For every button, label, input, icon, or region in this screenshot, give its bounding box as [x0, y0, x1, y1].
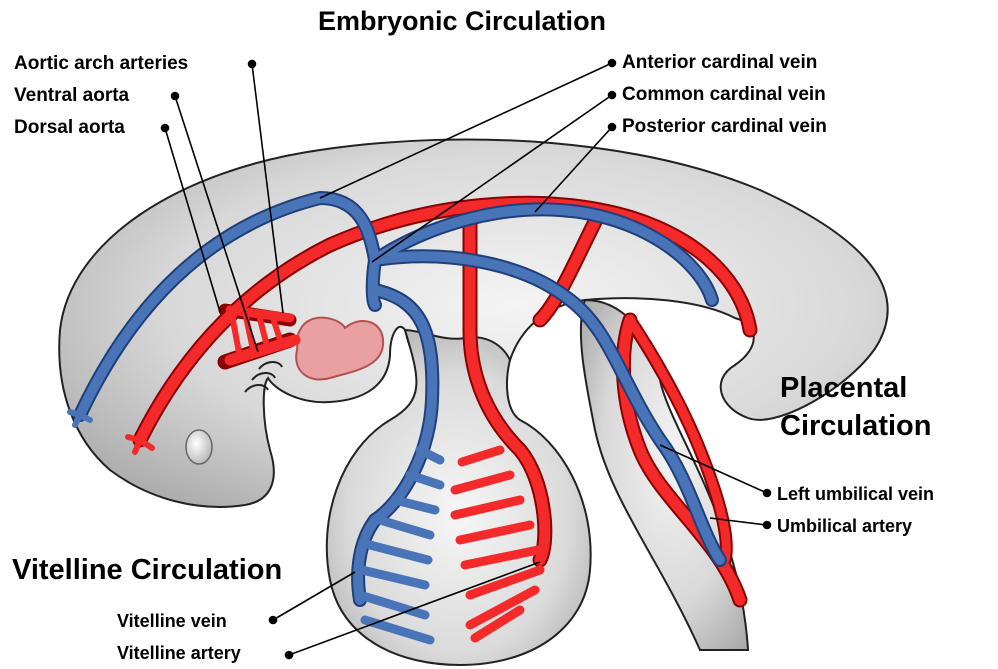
- title-placental-circulation-line1: Placental: [780, 372, 907, 405]
- label-aortic-arch-arteries: Aortic arch arteries: [14, 54, 188, 73]
- label-posterior-cardinal-vein: Posterior cardinal vein: [622, 117, 827, 136]
- label-dorsal-aorta: Dorsal aorta: [14, 118, 125, 137]
- label-ventral-aorta: Ventral aorta: [14, 86, 129, 105]
- label-umbilical-artery: Umbilical artery: [777, 517, 912, 535]
- label-vitelline-vein: Vitelline vein: [117, 612, 227, 630]
- label-left-umbilical-vein: Left umbilical vein: [777, 485, 934, 503]
- label-common-cardinal-vein: Common cardinal vein: [622, 85, 826, 104]
- label-anterior-cardinal-vein: Anterior cardinal vein: [622, 53, 817, 72]
- title-vitelline-circulation: Vitelline Circulation: [12, 554, 282, 587]
- title-placental-circulation-line2: Circulation: [780, 410, 931, 443]
- title-embryonic-circulation: Embryonic Circulation: [318, 6, 606, 37]
- label-vitelline-artery: Vitelline artery: [117, 644, 241, 662]
- eye: [186, 430, 212, 464]
